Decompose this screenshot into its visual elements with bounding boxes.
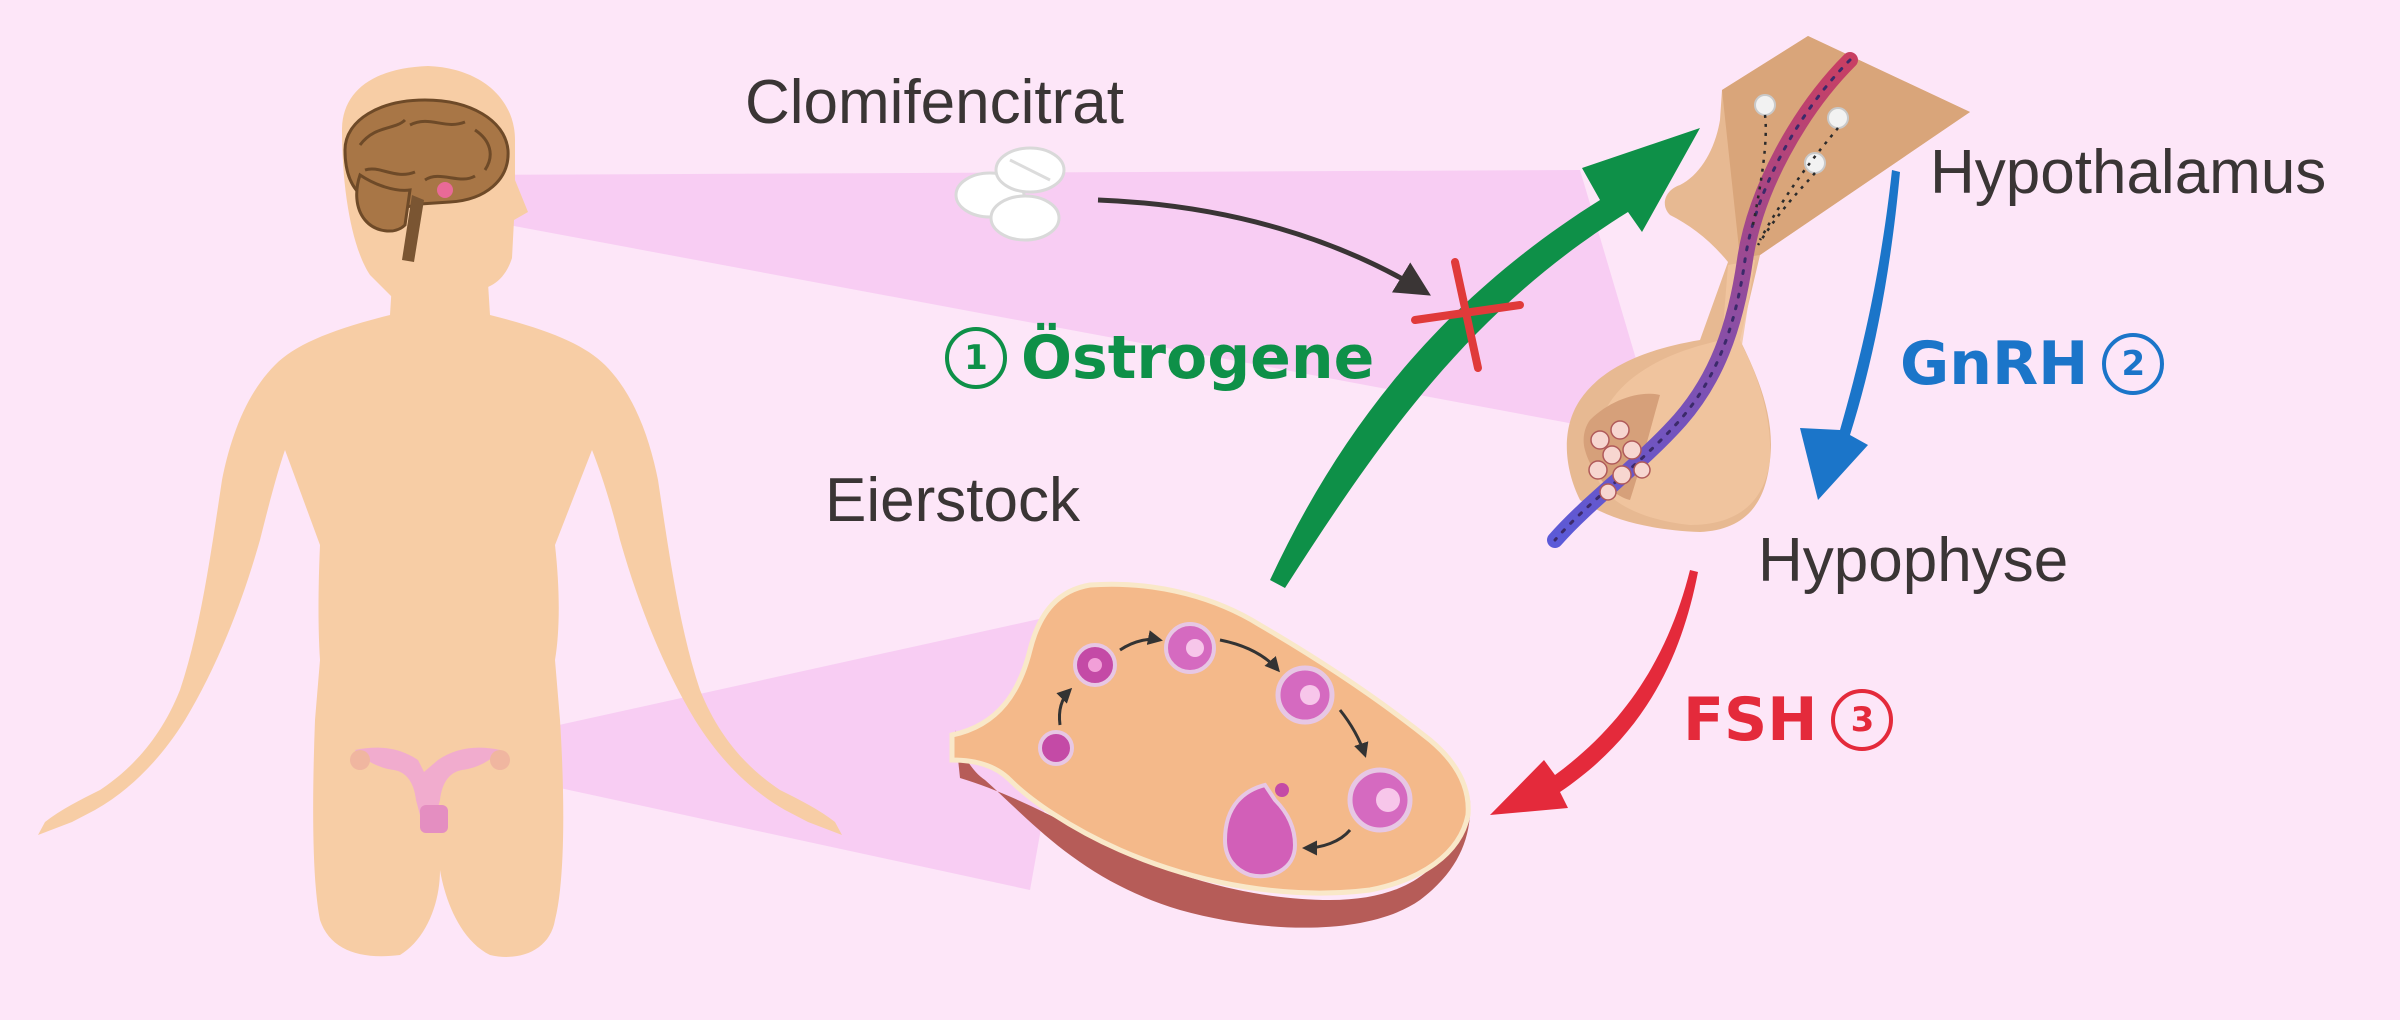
estrogen-feedback-arrow xyxy=(1270,128,1700,588)
estrogen-hormone-label: 1 Östrogene xyxy=(945,327,1374,389)
ovary-illustration xyxy=(949,581,1471,928)
uterus-icon xyxy=(350,747,510,833)
estrogen-step-number: 1 xyxy=(945,327,1007,389)
block-cross-mark xyxy=(1411,258,1524,372)
gnrh-step-number: 2 xyxy=(2102,333,2165,395)
fsh-hormone-label: FSH 3 xyxy=(1683,685,1894,755)
fsh-arrow xyxy=(1490,570,1698,815)
pituitary-label: Hypophyse xyxy=(1758,526,2069,595)
drug-action-arrow xyxy=(1097,197,1431,296)
pill-icon xyxy=(954,146,1066,242)
drug-label: Clomifencitrat xyxy=(745,68,1124,137)
fsh-step-number: 3 xyxy=(1831,689,1894,751)
brain-illustration xyxy=(343,98,510,262)
gnrh-arrow xyxy=(1800,170,1900,500)
hypothalamus-label: Hypothalamus xyxy=(1930,138,2327,207)
gnrh-hormone-label: GnRH 2 xyxy=(1900,329,2165,399)
estrogen-name: Östrogene xyxy=(1021,323,1375,393)
brain-projection-cone xyxy=(455,170,1660,440)
fsh-name: FSH xyxy=(1683,685,1818,755)
gnrh-name: GnRH xyxy=(1900,329,2089,399)
ovary-projection-cone xyxy=(500,610,1080,890)
hypothalamus-pituitary-illustration xyxy=(1547,36,1970,548)
ovary-label: Eierstock xyxy=(825,466,1080,535)
